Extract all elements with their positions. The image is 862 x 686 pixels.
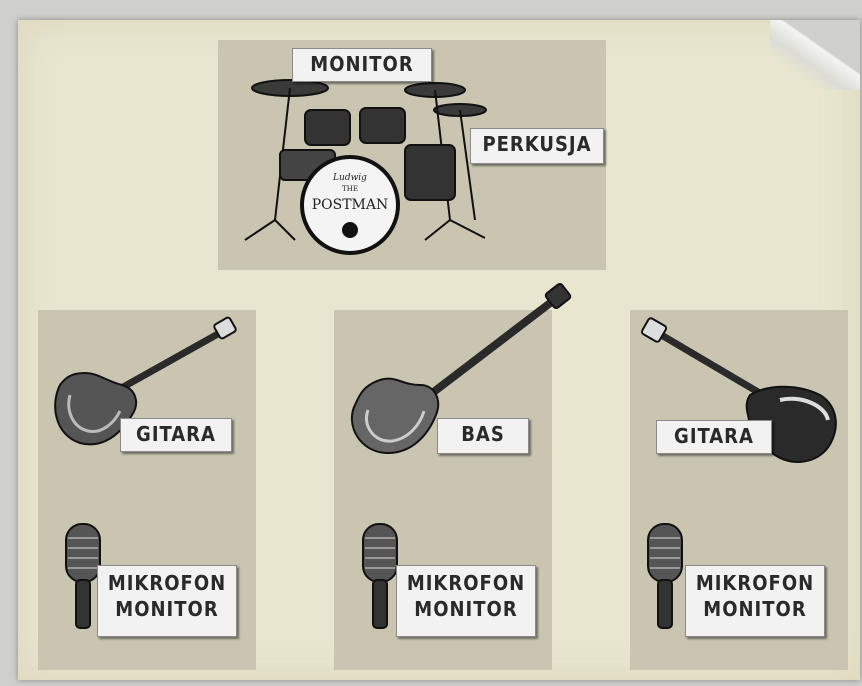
center-mic-monitor-label: MIKROFON MONITOR [396,565,536,637]
center-mic-line1: MIKROFON [403,570,529,596]
left-mic-monitor-label: MIKROFON MONITOR [97,565,237,637]
drum-kit-icon: Ludwig THE POSTMAN [235,70,505,255]
center-mic-line2: MONITOR [403,596,529,622]
right-guitar-label: GITARA [656,420,772,454]
page-curl [770,20,860,90]
drum-brand-the: THE [342,185,358,193]
right-microphone-icon [640,520,690,640]
bass-label: BAS [437,418,529,454]
left-mic-line1: MIKROFON [104,570,230,596]
drum-monitor-label: MONITOR [292,48,432,82]
drum-perkusja-label: PERKUSJA [470,128,604,164]
drum-brand-name: POSTMAN [312,197,389,213]
right-mic-line2: MONITOR [692,596,818,622]
left-mic-line2: MONITOR [104,596,230,622]
right-mic-monitor-label: MIKROFON MONITOR [685,565,825,637]
right-mic-line1: MIKROFON [692,570,818,596]
drum-brand-top: Ludwig [332,173,367,183]
left-guitar-label: GITARA [120,418,232,452]
